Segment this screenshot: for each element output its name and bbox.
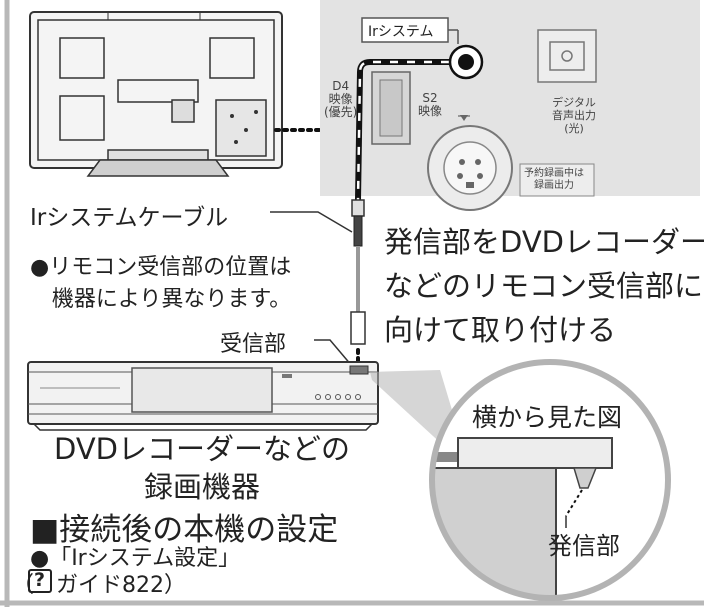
digital-audio-label: デジタル 音声出力 (光): [552, 96, 596, 135]
attach-instruction: 発信部をDVDレコーダー などのリモコン受信部に 向けて取り付ける: [384, 225, 704, 347]
guide-reference: ガイド822）: [56, 573, 186, 598]
terminal-panel: [320, 0, 700, 211]
tv-rear-view: [29, 11, 283, 177]
ir-port-label: Irシステム: [368, 24, 434, 40]
receiver-label: 受信部: [220, 332, 287, 357]
guide-icon-box: [28, 569, 52, 593]
recorder-caption: DVDレコーダーなどの 録画機器: [54, 432, 350, 504]
guide-open-paren: （: [12, 573, 35, 598]
receiver-position-note: ●リモコン受信部の位置は 機器により異なります。: [30, 255, 292, 312]
ir-cable-label: Irシステムケーブル: [30, 205, 229, 231]
emitter-label: 発信部: [548, 532, 620, 560]
side-view-title: 横から見た図: [472, 403, 623, 432]
ir-cable: [350, 44, 484, 368]
guide-icon: ?: [34, 569, 46, 591]
settings-heading: ■接続後の本機の設定: [30, 512, 339, 548]
s2-video-label: S2 映像: [418, 91, 443, 118]
settings-item: ●「Irシステム設定」: [30, 546, 241, 571]
dvd-recorder-drawing: [27, 361, 379, 431]
reserve-recording-label: 予約録画中は 録画出力: [524, 168, 584, 191]
side-view-magnifier: [429, 359, 671, 601]
d4-video-label: D4 映像 (優先): [324, 79, 358, 119]
receiver-leader: [314, 339, 353, 367]
cable-leader: [270, 211, 353, 233]
